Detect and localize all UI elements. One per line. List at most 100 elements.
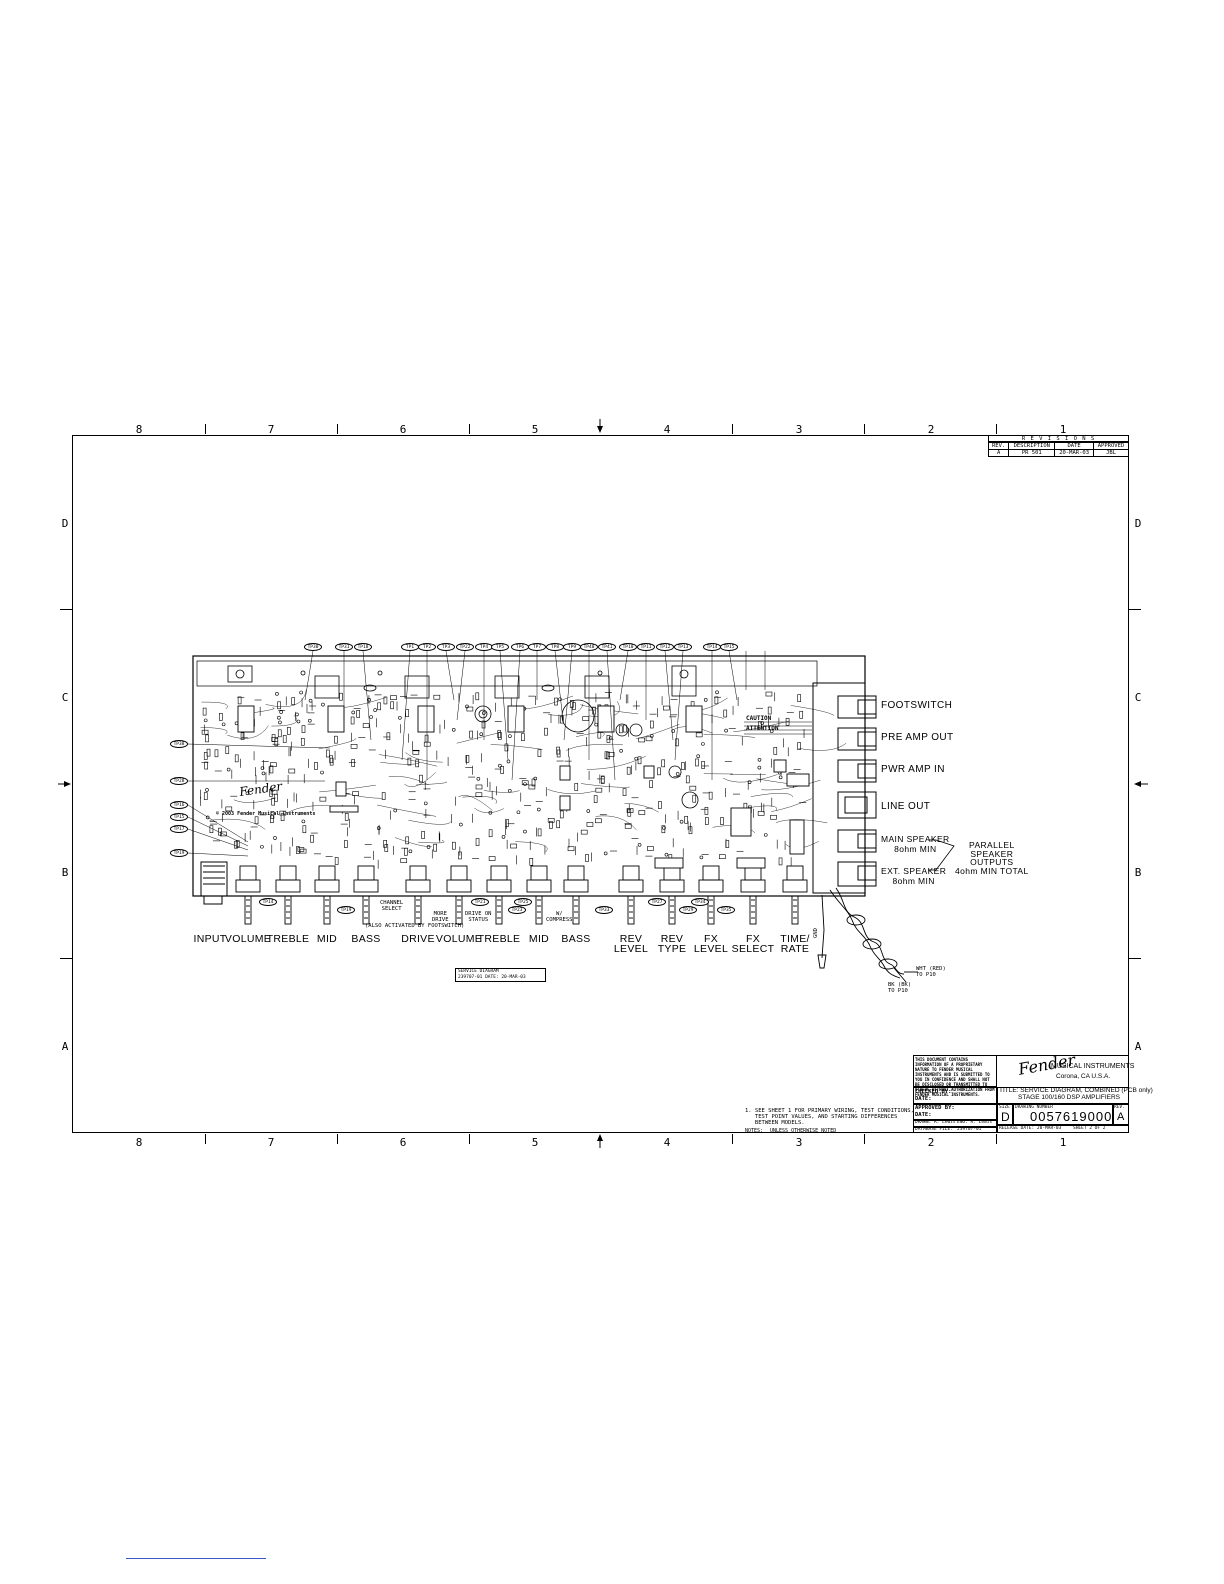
- notes-label: NOTES:: [745, 1128, 764, 1134]
- footnote: 1. SEE SHEET 1 FOR PRIMARY WIRING, TEST …: [745, 1108, 914, 1126]
- datafile-box: [913, 1127, 997, 1133]
- control-label-volume1: VOLUME: [224, 933, 272, 945]
- rev-cell: JBL: [1092, 449, 1130, 457]
- drawing-title: TITLE: SERVICE DIAGRAM, COMBINED (PCB on…: [999, 1087, 1153, 1094]
- company-name: MUSICAL INSTRUMENTS: [1051, 1063, 1135, 1070]
- note-channel-select: CHANNEL SELECT: [380, 900, 404, 912]
- pcb-copyright: © 2003 Fender Musical Instruments: [216, 811, 316, 817]
- zone-col-label: 3: [795, 1136, 803, 1149]
- zone-row-label: D: [1134, 517, 1142, 530]
- control-label-volume2: VOLUME: [435, 933, 483, 945]
- zone-col-label: 4: [663, 423, 671, 436]
- control-label-time-rate: TIME/ RATE: [780, 933, 810, 955]
- control-label-rev-level: REV LEVEL: [613, 933, 649, 955]
- zone-col-label: 2: [927, 423, 935, 436]
- test-point-bubble: TP19: [170, 849, 188, 857]
- test-point-bubble: TP10: [619, 643, 637, 651]
- label-block-line2: 239707-01 DATE: 20-MAR-03: [458, 975, 526, 980]
- test-point-bubble: TP5: [491, 643, 509, 651]
- test-point-bubble: TP29: [679, 906, 697, 914]
- jack-line-out: LINE OUT: [881, 801, 931, 812]
- note-caution: CAUTION: [746, 715, 772, 722]
- control-label-input: INPUT: [193, 933, 227, 945]
- company-location: Corona, CA U.S.A.: [1056, 1073, 1111, 1080]
- zone-col-label: 2: [927, 1136, 935, 1149]
- page-link-underline: [126, 1558, 266, 1559]
- zone-col-label: 6: [399, 1136, 407, 1149]
- test-point-bubble: TP11: [637, 643, 655, 651]
- sheet-number: SHEET 2 OF 2: [1073, 1126, 1106, 1131]
- drawing-frame: [72, 435, 1129, 1133]
- control-label-rev-type: REV TYPE: [657, 933, 687, 955]
- test-point-bubble: TP15: [170, 813, 188, 821]
- control-label-mid2: MID: [528, 933, 550, 945]
- drawing-number-box: [1013, 1104, 1113, 1125]
- zone-row-label: C: [61, 691, 69, 704]
- jack-pre-amp-out: PRE AMP OUT: [881, 732, 954, 743]
- zone-col-label: 8: [135, 423, 143, 436]
- zone-col-label: 8: [135, 1136, 143, 1149]
- size-value: D: [1001, 1110, 1010, 1124]
- test-point-bubble: TP34: [691, 898, 709, 906]
- test-point-bubble: TP6: [511, 643, 529, 651]
- test-point-bubble: TP31: [335, 643, 353, 651]
- zone-row-label: B: [61, 866, 69, 879]
- test-point-bubble: TP30: [304, 643, 322, 651]
- test-point-bubble: TP28: [170, 777, 188, 785]
- datafile-label: DATABASE FILE:: [915, 1127, 953, 1132]
- control-label-bass2: BASS: [561, 933, 591, 945]
- note-footswitch: (ALSO ACTIVATED BY FOOTSWITCH): [365, 923, 465, 929]
- test-point-bubble: TP19: [337, 906, 355, 914]
- test-point-bubble: TP14: [259, 898, 277, 906]
- test-point-bubble: TP13: [674, 643, 692, 651]
- test-point-bubble: TP22: [456, 643, 474, 651]
- revisions-table: REV. DESCRIPTION DATE APPROVED A PR 501 …: [987, 442, 1130, 457]
- test-point-bubble: TP3: [437, 643, 455, 651]
- test-point-bubble: TP14: [703, 643, 721, 651]
- test-point-bubble: TP27: [648, 898, 666, 906]
- rev-box: [1113, 1104, 1129, 1125]
- jack-footswitch: FOOTSWITCH: [881, 700, 953, 711]
- zone-row-label: C: [1134, 691, 1142, 704]
- wire-wht-label: WHT (RED) TO P10: [916, 966, 946, 978]
- zone-row-label: A: [1134, 1040, 1142, 1053]
- zone-col-label: 1: [1059, 423, 1067, 436]
- test-point-bubble: TP21: [471, 898, 489, 906]
- drawing-number: 0057619000: [1030, 1109, 1113, 1124]
- title-box: [997, 1087, 1129, 1104]
- control-label-treble2: TREBLE: [477, 933, 521, 945]
- datafile-value: 239707-01: [957, 1127, 982, 1132]
- proprietary-notice: THIS DOCUMENT CONTAINS INFORMATION OF A …: [915, 1057, 995, 1097]
- notes-value: UNLESS OTHERWISE NOTED: [770, 1128, 837, 1134]
- zone-col-label: 6: [399, 423, 407, 436]
- parallel-speaker-note: PARALLEL SPEAKER OUTPUTS 4ohm MIN TOTAL: [955, 840, 1029, 876]
- zone-col-label: 5: [531, 423, 539, 436]
- control-label-fx-level: FX LEVEL: [693, 933, 729, 955]
- test-point-bubble: TP33: [595, 906, 613, 914]
- note-drive-on: DRIVE ON STATUS: [465, 911, 492, 923]
- zone-col-label: 3: [795, 423, 803, 436]
- wire-gnd-label: GND: [812, 928, 819, 938]
- zone-col-label: 7: [267, 1136, 275, 1149]
- test-point-bubble: TP17: [170, 825, 188, 833]
- zone-col-label: 7: [267, 423, 275, 436]
- svg-text:Fender: Fender: [237, 779, 284, 799]
- approved-date: DATE:: [915, 1112, 932, 1118]
- drawing-subtitle: STAGE 100/160 DSP AMPLIFIERS: [1018, 1094, 1121, 1101]
- test-point-bubble: TP8: [546, 643, 564, 651]
- test-point-bubble: TP35: [717, 906, 735, 914]
- test-point-bubble: TP40: [580, 643, 598, 651]
- drawn-by: DRAWN: R. Lewis: [915, 1120, 956, 1125]
- test-point-bubble: TP1: [401, 643, 419, 651]
- test-point-bubble: TP16: [170, 801, 188, 809]
- control-label-drive: DRIVE: [401, 933, 435, 945]
- approved-box: [913, 1104, 997, 1120]
- control-label-mid1: MID: [316, 933, 338, 945]
- test-point-bubble: TP38: [170, 740, 188, 748]
- zone-row-label: B: [1134, 866, 1142, 879]
- zone-row-label: D: [61, 517, 69, 530]
- label-block-line1: SERVICE DIAGRAM: [458, 969, 499, 974]
- service-label-block: SERVICE DIAGRAM 239707-01 DATE: 20-MAR-0…: [455, 968, 546, 982]
